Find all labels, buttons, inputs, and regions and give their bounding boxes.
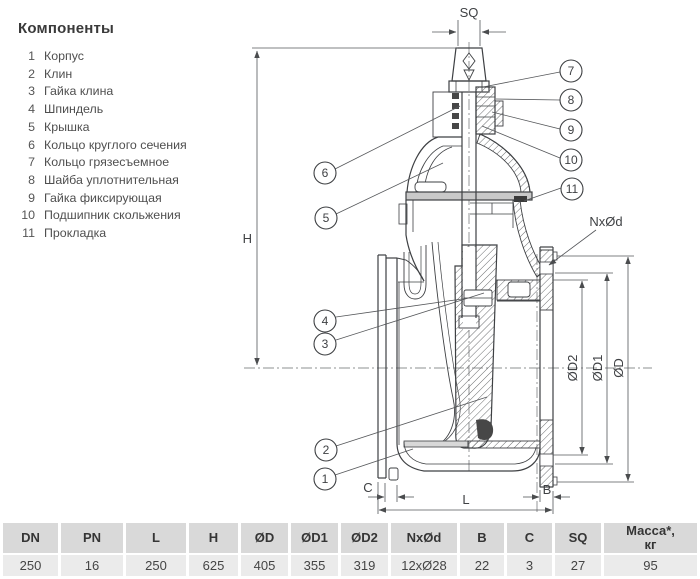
svg-text:10: 10	[564, 153, 578, 167]
svg-text:4: 4	[322, 314, 329, 328]
dimension-lines	[252, 20, 634, 514]
svg-text:6: 6	[322, 166, 329, 180]
dim-label-sq: SQ	[460, 5, 479, 20]
svg-text:9: 9	[568, 123, 575, 137]
dim-label-h: H	[243, 231, 252, 246]
value-nxod: 12xØ28	[391, 555, 457, 576]
col-header-b: B	[460, 523, 504, 553]
callout-6: 6	[313, 161, 337, 185]
value-l: 250	[126, 555, 186, 576]
components-title: Компоненты	[18, 20, 115, 37]
svg-text:2: 2	[323, 443, 330, 457]
value-c: 3	[507, 555, 552, 576]
dim-label-od1: ØD1	[590, 355, 605, 382]
value-dn: 250	[3, 555, 58, 576]
table-data-row: 250 16 250 625 405 355 319 12xØ28 22 3 2…	[3, 555, 697, 576]
svg-text:3: 3	[322, 337, 329, 351]
value-od1: 355	[291, 555, 338, 576]
col-header-od: ØD	[241, 523, 288, 553]
callout-9: 9	[559, 118, 583, 142]
callout-leaders	[334, 71, 562, 476]
svg-text:8: 8	[568, 93, 575, 107]
callout-7: 7	[559, 59, 583, 83]
col-header-dn: DN	[3, 523, 58, 553]
dimensions-table: DN PN L H ØD ØD1 ØD2 NxØd B C SQ Масса*,…	[3, 523, 697, 576]
callout-11: 11	[560, 177, 584, 201]
svg-text:7: 7	[568, 64, 575, 78]
callout-2: 2	[314, 438, 338, 462]
table-header-row: DN PN L H ØD ØD1 ØD2 NxØd B C SQ Масса*,…	[3, 523, 697, 553]
value-od2: 319	[341, 555, 388, 576]
dim-label-l: L	[462, 492, 469, 507]
col-header-pn: PN	[61, 523, 123, 553]
svg-text:11: 11	[566, 182, 579, 196]
col-header-sq: SQ	[555, 523, 601, 553]
col-header-nxod: NxØd	[391, 523, 457, 553]
dim-label-nxod: NxØd	[589, 214, 622, 229]
callout-1: 1	[313, 467, 337, 491]
svg-text:5: 5	[323, 211, 330, 225]
col-header-od1: ØD1	[291, 523, 338, 553]
callout-3: 3	[313, 332, 337, 356]
callout-4: 4	[313, 309, 337, 333]
value-pn: 16	[61, 555, 123, 576]
svg-text:1: 1	[322, 472, 329, 486]
col-header-l: L	[126, 523, 186, 553]
value-sq: 27	[555, 555, 601, 576]
callout-balloons: 1 2 3 4 5 6 7 8 9 10 11	[313, 59, 584, 491]
callout-10: 10	[559, 148, 583, 172]
callout-8: 8	[559, 88, 583, 112]
col-header-od2: ØD2	[341, 523, 388, 553]
value-b: 22	[460, 555, 504, 576]
dim-label-od: ØD	[611, 358, 626, 378]
value-mass: 95	[604, 555, 697, 576]
dim-label-od2: ØD2	[565, 355, 580, 382]
callout-5: 5	[314, 206, 338, 230]
valve-body-geometry	[377, 47, 558, 488]
value-h: 625	[189, 555, 238, 576]
col-header-mass: Масса*, кг	[604, 523, 697, 553]
col-header-c: C	[507, 523, 552, 553]
value-od: 405	[241, 555, 288, 576]
col-header-h: H	[189, 523, 238, 553]
dim-label-c: C	[363, 480, 372, 495]
dim-label-b: B	[543, 482, 552, 497]
